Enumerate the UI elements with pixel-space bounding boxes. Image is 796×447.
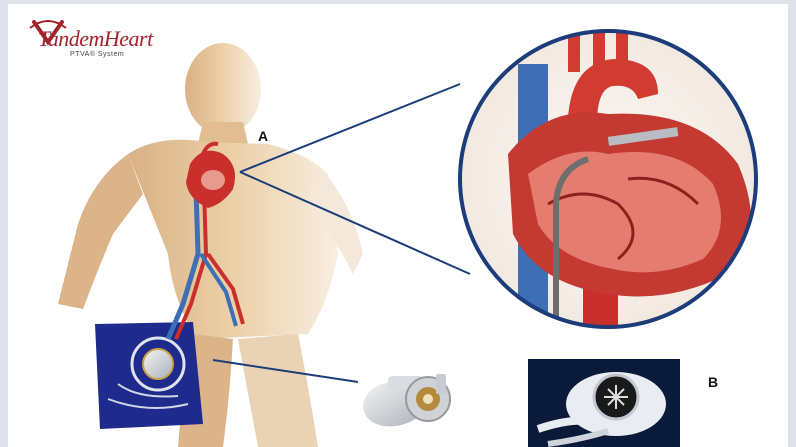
pump-device bbox=[363, 374, 450, 426]
illustration-panel: TandemHeart PTVA® System bbox=[8, 4, 788, 447]
pump-photo-image bbox=[528, 359, 680, 447]
label-b: B bbox=[708, 374, 718, 390]
thigh-wrap bbox=[95, 322, 203, 429]
pump-photo bbox=[528, 359, 680, 447]
label-a: A bbox=[258, 128, 268, 144]
heart-magnified-view bbox=[460, 26, 756, 334]
